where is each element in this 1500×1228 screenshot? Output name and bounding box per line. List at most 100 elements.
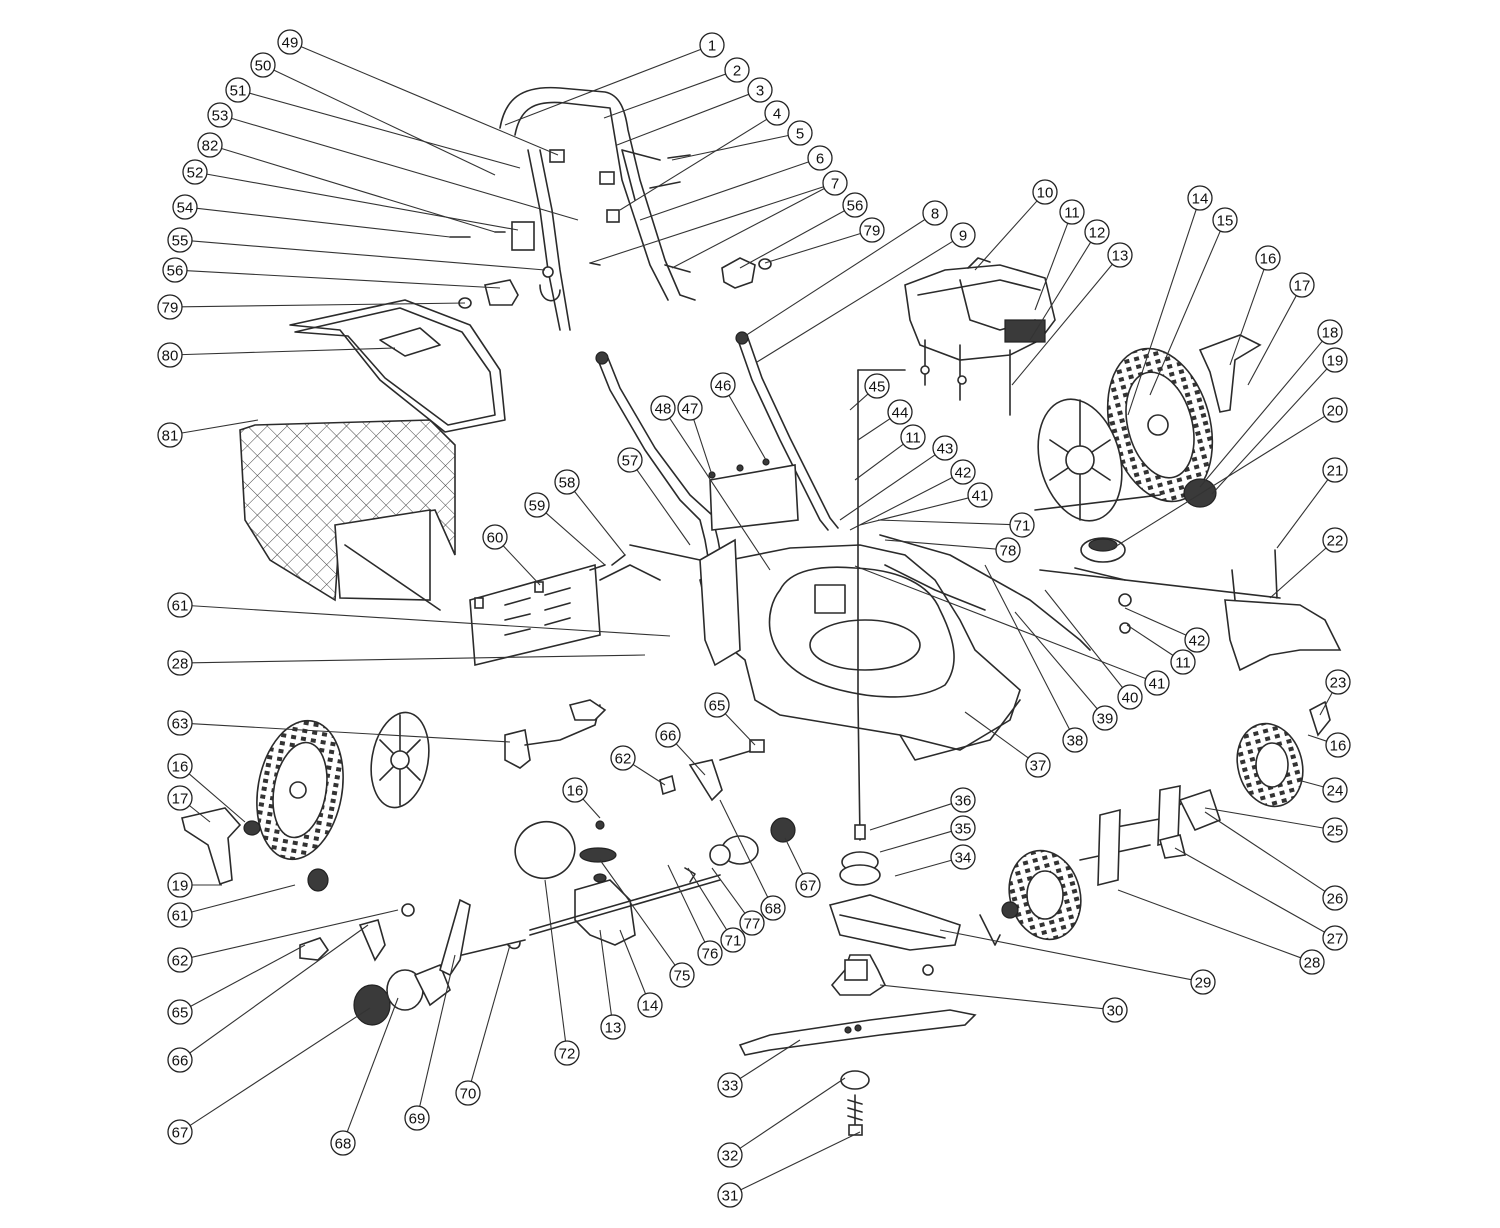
callout-circle [554, 1040, 580, 1066]
callout-c77: 77 [739, 910, 765, 936]
callout-number: 39 [1097, 711, 1114, 728]
callout-c16d: 16 [562, 777, 588, 803]
callout-number: 66 [660, 728, 677, 745]
callout-leaders [181, 46, 1333, 1191]
leader-line-c27 [1174, 847, 1325, 933]
callout-c34: 34 [950, 844, 976, 870]
handle-clamps [449, 221, 772, 309]
callout-number: 46 [715, 378, 732, 395]
callout-number: 31 [722, 1188, 739, 1205]
callout-number: 56 [167, 263, 184, 280]
callout-number: 11 [1064, 205, 1080, 222]
callout-circle [610, 745, 636, 771]
callout-circle [950, 787, 976, 813]
callout-number: 43 [937, 441, 954, 458]
callout-c35: 35 [950, 815, 976, 841]
callout-c56: 56 [162, 257, 188, 283]
callout-circle [1102, 997, 1128, 1023]
callout-c68: 68 [330, 1130, 356, 1156]
callout-number: 4 [773, 106, 781, 123]
callout-c36: 36 [950, 787, 976, 813]
callout-number: 67 [172, 1125, 189, 1142]
leader-line-c28 [1117, 889, 1301, 959]
leader-line-c32 [739, 1077, 846, 1149]
callout-number: 44 [892, 405, 909, 422]
callout-circle [699, 32, 725, 58]
callout-number: 19 [172, 878, 189, 895]
callout-circle [172, 194, 198, 220]
callout-number: 47 [682, 401, 699, 418]
rear-wheel-left [181, 699, 607, 892]
leader-line-c61 [191, 605, 671, 637]
callout-c33: 33 [717, 1072, 743, 1098]
callout-c45: 45 [864, 373, 890, 399]
callout-c25: 25 [1322, 817, 1348, 843]
callout-circle [330, 1130, 356, 1156]
callout-c60: 60 [482, 524, 508, 550]
callout-circle [1255, 245, 1281, 271]
callout-number: 16 [1260, 251, 1277, 268]
callout-circle [697, 940, 723, 966]
leader-line-c79 [181, 302, 466, 308]
callout-circle [922, 200, 948, 226]
callout-circle [795, 872, 821, 898]
callout-c4: 4 [764, 100, 790, 126]
callout-circle [704, 692, 730, 718]
leader-line-c33 [739, 1039, 801, 1079]
callout-number: 36 [955, 793, 972, 810]
callout-circle [225, 77, 251, 103]
callout-circle [807, 145, 833, 171]
leader-line-c68 [346, 997, 399, 1132]
callout-number: 62 [615, 751, 632, 768]
gearbox [514, 817, 796, 946]
callout-circle [197, 132, 223, 158]
callout-number: 69 [409, 1111, 426, 1128]
callout-circle [167, 227, 193, 253]
callout-number: 50 [255, 58, 272, 75]
callout-circle [859, 217, 885, 243]
callout-number: 62 [172, 953, 189, 970]
callout-c62: 62 [167, 947, 193, 973]
callout-circle [1092, 705, 1118, 731]
callout-circle [167, 1047, 193, 1073]
callout-circle [1170, 649, 1196, 675]
callout-number: 42 [955, 465, 972, 482]
callout-number: 13 [1112, 248, 1129, 265]
leader-line-c50 [273, 69, 496, 176]
leader-line-c9 [756, 240, 954, 363]
callout-circle [277, 29, 303, 55]
callout-c8: 8 [922, 200, 948, 226]
blade [738, 1009, 977, 1136]
callout-number: 52 [187, 165, 204, 182]
callout-c80: 80 [157, 342, 183, 368]
callout-number: 77 [744, 916, 761, 933]
leader-line-c45 [849, 393, 869, 411]
callout-c12: 12 [1084, 219, 1110, 245]
callout-c11c: 11 [900, 424, 926, 450]
callout-c62b: 62 [610, 745, 636, 771]
side-cover [1039, 549, 1342, 672]
mower-deck [699, 544, 1021, 761]
callout-c61b: 61 [167, 902, 193, 928]
callout-circle [717, 1142, 743, 1168]
callout-c68b: 68 [760, 895, 786, 921]
grass-catcher-frame [289, 299, 506, 433]
callout-circle [404, 1105, 430, 1131]
callout-circle [455, 1080, 481, 1106]
callout-circle [182, 159, 208, 185]
callout-number: 35 [955, 821, 972, 838]
callout-circle [787, 120, 813, 146]
leader-line-c18 [1199, 340, 1323, 488]
callout-c31: 31 [717, 1182, 743, 1208]
callout-number: 68 [335, 1136, 352, 1153]
callout-number: 37 [1030, 758, 1047, 775]
callout-c14: 14 [1187, 185, 1213, 211]
leader-line-c43 [839, 454, 936, 521]
callout-c79b: 79 [859, 217, 885, 243]
callout-c24: 24 [1322, 777, 1348, 803]
leader-line-c55 [191, 240, 546, 271]
leader-line-c16d [582, 798, 601, 819]
callout-number: 28 [172, 656, 189, 673]
callout-number: 12 [1089, 225, 1106, 242]
callout-number: 9 [959, 228, 967, 245]
